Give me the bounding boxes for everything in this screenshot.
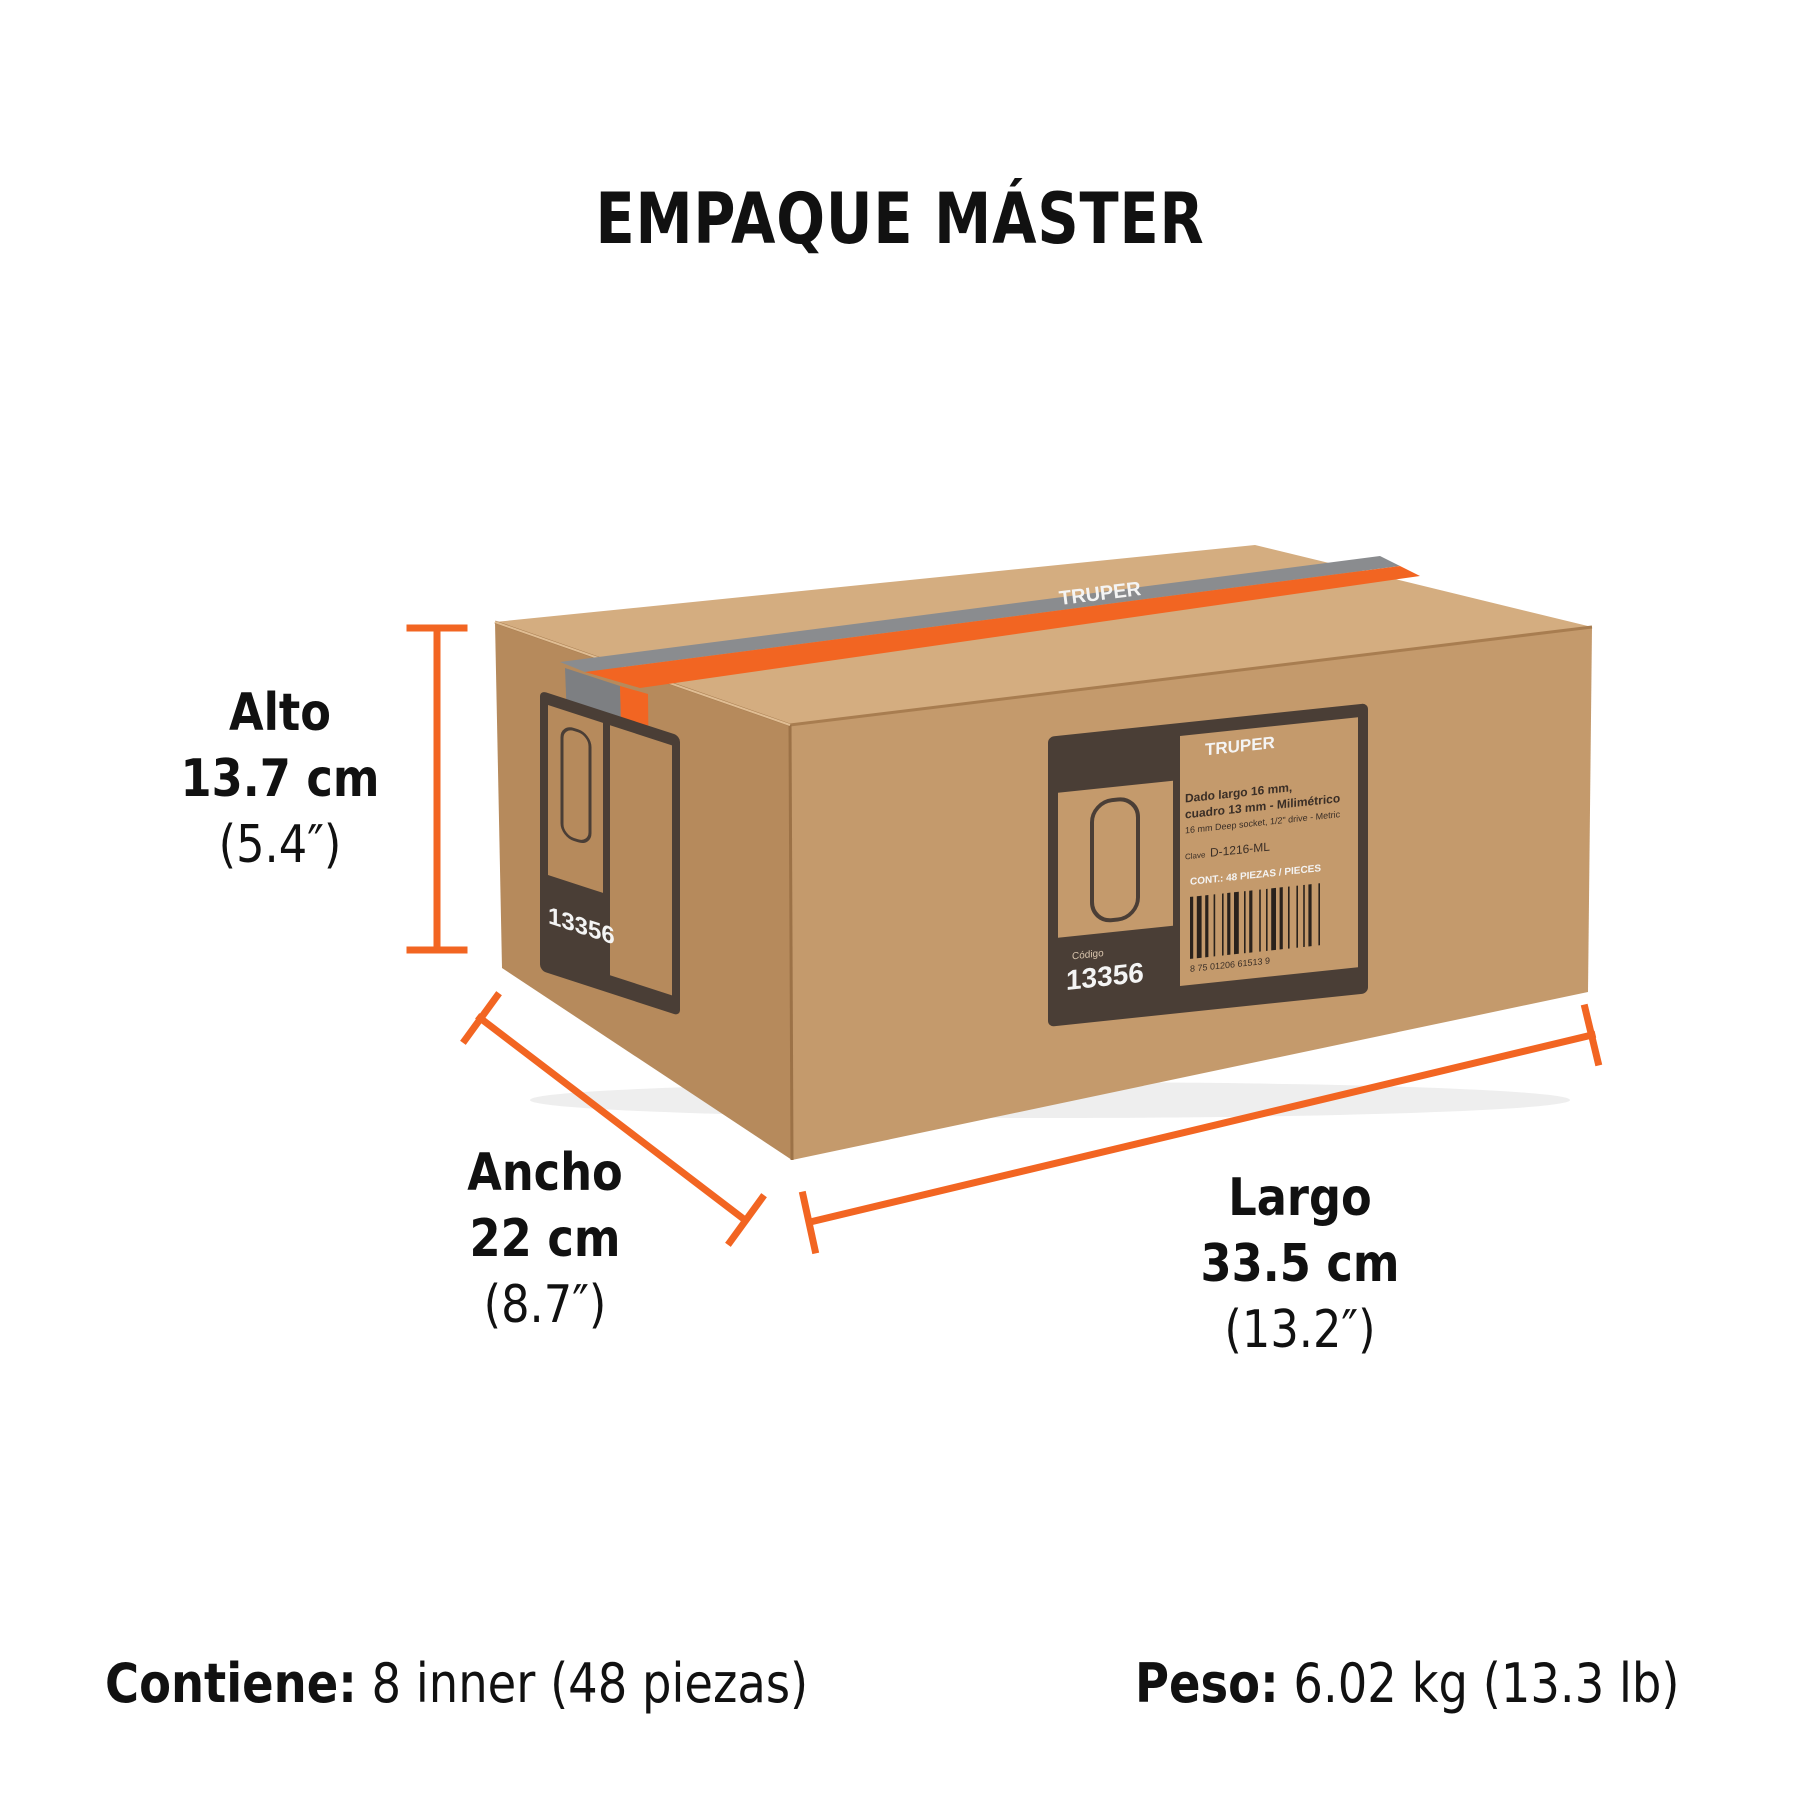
largo-cm: 33.5 cm bbox=[1200, 1234, 1400, 1294]
socket-icon bbox=[1090, 797, 1140, 923]
alto-dimension: Alto 13.7 cm (5.4″) bbox=[160, 680, 401, 878]
barcode bbox=[1190, 883, 1321, 959]
barcode-bar bbox=[1234, 891, 1239, 955]
weight-label: Peso: bbox=[1135, 1652, 1279, 1715]
ancho-inch: (8.7″) bbox=[483, 1275, 607, 1335]
barcode-bar bbox=[1288, 886, 1290, 949]
weight-value: 6.02 kg (13.3 lb) bbox=[1293, 1652, 1680, 1715]
barcode-bar bbox=[1213, 894, 1216, 957]
barcode-bar bbox=[1279, 887, 1283, 950]
side-socket-icon bbox=[560, 727, 592, 843]
barcode-bar bbox=[1205, 894, 1209, 958]
side-label-panel bbox=[610, 725, 672, 996]
contents-label: Contiene: bbox=[105, 1652, 357, 1715]
barcode-bar bbox=[1308, 884, 1312, 947]
largo-inch: (13.2″) bbox=[1224, 1300, 1376, 1360]
alto-label: Alto bbox=[228, 683, 332, 743]
weight-info: Peso: 6.02 kg (13.3 lb) bbox=[1135, 1652, 1680, 1715]
barcode-bar bbox=[1266, 888, 1268, 951]
alto-inch: (5.4″) bbox=[218, 815, 342, 875]
barcode-bar bbox=[1271, 887, 1276, 951]
ancho-dimension: Ancho 22 cm (8.7″) bbox=[420, 1140, 669, 1338]
label-codigo-label: Código bbox=[1072, 948, 1104, 962]
page-title: EMPAQUE MÁSTER bbox=[595, 178, 1205, 260]
ancho-dimension-line bbox=[460, 991, 767, 1247]
barcode-bar bbox=[1296, 885, 1299, 948]
alto-cm: 13.7 cm bbox=[180, 749, 380, 809]
barcode-bar bbox=[1190, 896, 1194, 959]
contents-info: Contiene: 8 inner (48 piezas) bbox=[105, 1652, 808, 1715]
largo-dimension: Largo 33.5 cm (13.2″) bbox=[1162, 1165, 1437, 1363]
ancho-cm: 22 cm bbox=[469, 1209, 621, 1269]
barcode-bar bbox=[1259, 889, 1261, 952]
barcode-bar bbox=[1196, 895, 1202, 959]
label-text-panel bbox=[1180, 717, 1358, 986]
ancho-label: Ancho bbox=[467, 1143, 623, 1203]
barcode-bar bbox=[1222, 893, 1224, 956]
tape-orange-top bbox=[585, 566, 1420, 688]
barcode-bar bbox=[1249, 890, 1253, 953]
alto-dimension-line bbox=[406, 624, 468, 954]
tape-gray-top bbox=[560, 556, 1400, 672]
label-clave: D-1216-ML bbox=[1210, 840, 1270, 860]
side-label-window bbox=[548, 705, 603, 893]
barcode-bar bbox=[1318, 883, 1321, 946]
label-clave-label: Clave bbox=[1185, 850, 1206, 861]
barcode-bar bbox=[1303, 884, 1305, 948]
barcode-bar bbox=[1244, 891, 1246, 954]
contents-value: 8 inner (48 piezas) bbox=[371, 1652, 809, 1715]
box-edge bbox=[788, 724, 794, 1161]
label-product-window bbox=[1058, 780, 1173, 938]
barcode-bar bbox=[1227, 892, 1231, 956]
largo-dimension-line bbox=[798, 1003, 1603, 1255]
largo-label: Largo bbox=[1228, 1168, 1372, 1228]
